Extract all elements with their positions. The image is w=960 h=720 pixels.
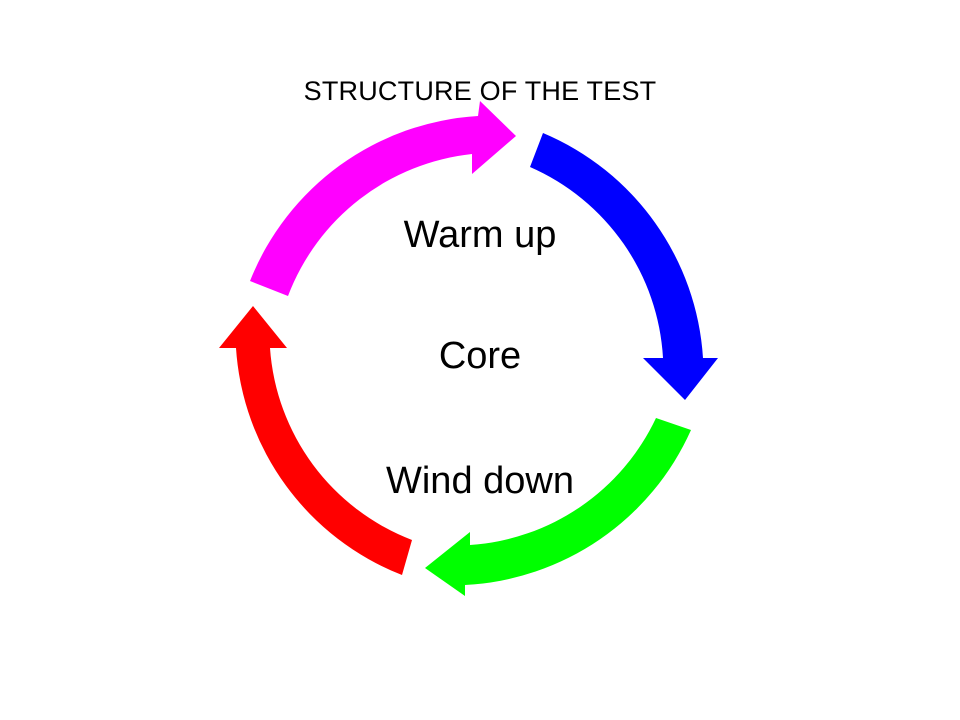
cycle-arrow-magenta — [250, 101, 516, 296]
cycle-arrow-red — [219, 306, 412, 575]
stage-label-warm-up: Warm up — [403, 214, 557, 256]
cycle-arrow-green — [425, 418, 691, 596]
cycle-arrow-blue — [530, 133, 718, 400]
diagram-title: STRUCTURE OF THE TEST — [303, 76, 657, 106]
stage-label-core: Core — [438, 335, 522, 377]
stage-label-wind-down: Wind down — [386, 460, 574, 502]
